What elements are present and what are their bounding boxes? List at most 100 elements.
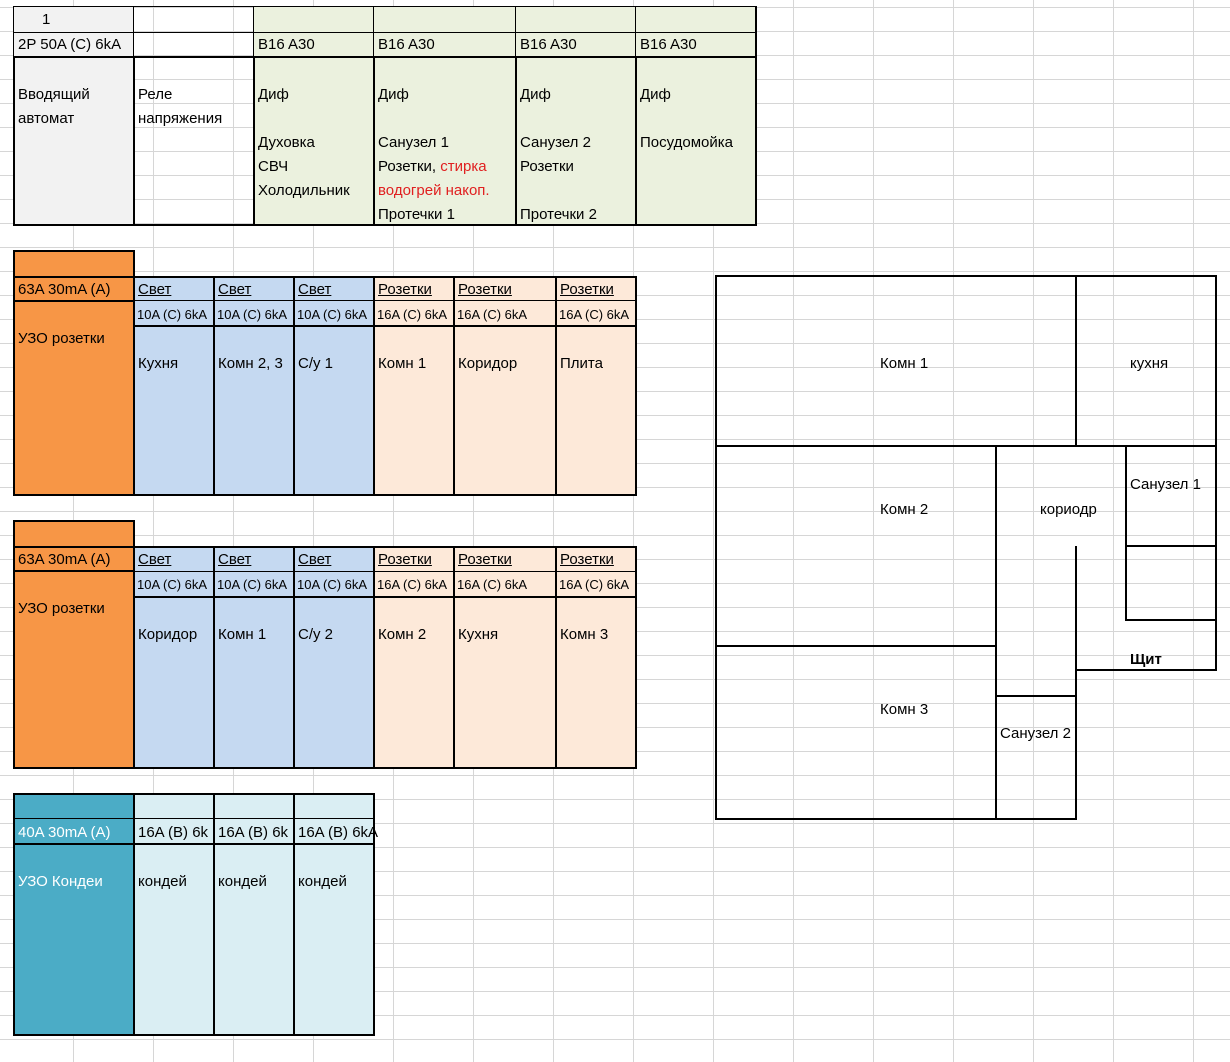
wall [1075,669,1077,820]
circuit-header: Розетки [378,551,432,568]
rcd-rating: 63A 30mA (A) [18,281,111,298]
line [13,494,637,496]
line [555,546,557,769]
load-label-red: стирка [440,158,487,175]
line [13,793,375,795]
room-label: Санузел 1 [1130,476,1201,493]
circuit-header: Свет [218,551,252,568]
room-label: Комн 3 [880,701,929,718]
circuit-room: Комн 1 [218,626,267,643]
circuit-header: Свет [298,551,332,568]
room-label: кухня [1130,355,1169,372]
line [373,276,375,496]
breaker-rating: 10A (C) 6kA [217,307,288,322]
breaker-rating: 16A (C) 6kA [457,577,528,592]
rcd-cell [13,251,134,495]
load-label: Розетки [520,158,574,175]
load-label-black: Розетки, [378,158,441,175]
rcd-cell [13,521,134,768]
room-label: Санузел 2 [1000,725,1071,742]
voltage-relay-label: Реле [138,86,173,103]
rcbo-type: Диф [378,86,409,103]
wall [1075,669,1217,671]
breaker-rating: 16A (C) 6kA [559,577,630,592]
line [13,843,375,845]
wall [715,645,997,647]
line [133,300,637,301]
line [213,546,215,769]
line [293,276,295,496]
circuit-header: Свет [298,281,332,298]
line [133,793,135,1036]
line [555,276,557,496]
line [13,300,135,302]
socket-cells [374,277,636,495]
line [13,520,15,769]
wall [1125,619,1217,621]
line [373,56,375,226]
line [373,793,375,1036]
load-label-red: водогрей накоп. [378,182,490,199]
load-label: Розетки, стирка [378,155,487,179]
line [13,6,757,7]
line [13,818,375,819]
circuit-room: Коридор [138,626,198,643]
line [453,276,455,496]
rcd-name: УЗО розетки [18,600,105,617]
line [13,793,15,1036]
voltage-relay-label: напряжения [138,110,223,127]
line [133,56,135,226]
light-cells [134,547,374,768]
load-label: Духовка [258,134,315,151]
load-label: Посудомойка [640,134,733,151]
rcd-name: УЗО розетки [18,330,105,347]
load-label: Санузел 2 [520,134,591,151]
wall [995,695,1077,697]
wall [1215,275,1217,671]
line [293,793,295,1036]
panel-label: Щит [1130,651,1162,668]
breaker-rating: 16A (C) 6kA [457,307,528,322]
line [755,6,757,226]
line [13,56,15,226]
circuit-room: Коридор [458,355,518,372]
rcbo-rating: B16 A30 [520,36,577,53]
wall [1075,546,1077,696]
cell-bg-green [254,7,756,225]
load-label: СВЧ [258,158,289,175]
wall [995,445,997,820]
line [13,570,135,572]
main-breaker-label: Вводящий [18,86,90,103]
line [635,276,637,496]
line [453,546,455,769]
circuit-room: С/у 2 [298,626,334,643]
rcbo-type: Диф [520,86,551,103]
breaker-rating: 10A (C) 6kA [137,307,208,322]
room-label: Комн 1 [880,355,929,372]
wall [715,275,717,820]
row-number: 1 [42,11,51,28]
ac-cells [134,794,374,1035]
circuit-header: Розетки [560,551,614,568]
wall [1125,445,1127,621]
circuit-header: Свет [138,551,172,568]
line [13,250,15,496]
circuit-room: Комн 3 [560,626,609,643]
circuit-header: Свет [218,281,252,298]
room-label: кориодр [1040,501,1097,518]
rcbo-rating: B16 A30 [640,36,697,53]
rcbo-type: Диф [258,86,289,103]
line [13,546,637,548]
rcd-rating: 63A 30mA (A) [18,551,111,568]
rcd-rating: 40A 30mA (A) [18,824,111,841]
line [213,276,215,496]
circuit-room: кондей [138,873,187,890]
wall [1125,545,1217,547]
line [293,546,295,769]
line [13,520,135,522]
line [13,224,757,226]
line [13,56,757,58]
line [635,56,637,226]
line [13,250,135,252]
load-label: Санузел 1 [378,134,449,151]
